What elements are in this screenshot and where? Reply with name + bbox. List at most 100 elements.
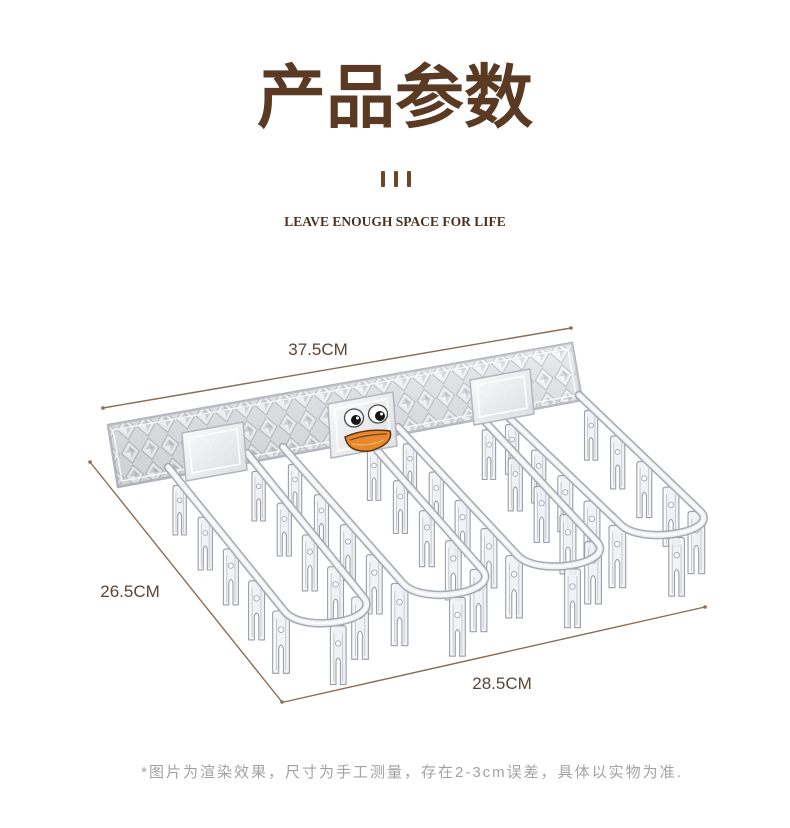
acrylic-clothes-clip-hanger-icon [106, 341, 708, 686]
clip-hole [562, 489, 569, 496]
clip [533, 481, 550, 543]
page-title: 产品参数 [257, 59, 533, 136]
clip-hole [588, 515, 596, 523]
clip [564, 563, 581, 629]
clip-hole [667, 501, 675, 509]
sticker-mouth-line [349, 433, 388, 441]
clip-outline [329, 625, 347, 686]
clip-hole [332, 581, 339, 588]
arm-rod-shine [397, 412, 601, 568]
clip [507, 453, 523, 512]
hanger-arm-4 [495, 390, 708, 597]
clip-hole [281, 516, 288, 522]
dimension-line-end [569, 326, 573, 330]
sticker-mouth [344, 429, 392, 452]
clip-hole [512, 471, 519, 477]
clip-hole [569, 583, 576, 590]
clip [251, 466, 266, 522]
clip-hole [371, 569, 378, 576]
clip [276, 498, 292, 557]
mount-block-highlight [334, 398, 391, 452]
clip-outline [272, 610, 290, 674]
clip-hole [485, 543, 493, 550]
clip-outline [564, 568, 581, 629]
depth-dimension-label: 26.5CM [100, 582, 160, 601]
arm-rod-shine [282, 432, 486, 596]
hanger-arm-1 [163, 448, 371, 686]
clip-hole [292, 476, 298, 483]
clip-hole [176, 497, 183, 504]
clip-hole [564, 529, 572, 536]
clip-outline [533, 485, 550, 543]
sticker-pupil [351, 415, 361, 425]
clip-hole [454, 611, 461, 619]
clip-hole [344, 538, 351, 545]
clip-hole [407, 455, 413, 462]
length-dimension-label: 37.5CM [288, 340, 348, 359]
clip [444, 535, 462, 601]
dimension-line-end [280, 700, 284, 704]
clip-hole [423, 524, 430, 531]
clip-outline [636, 461, 653, 519]
clip-hole [459, 514, 466, 521]
clip [449, 592, 466, 657]
clip-outline [390, 582, 409, 647]
dimension-lines [88, 326, 707, 704]
clip-hole [227, 562, 234, 569]
clip-hole [641, 475, 648, 482]
clip [481, 424, 497, 481]
sticker-pupil [375, 411, 385, 421]
clip-hole [255, 483, 262, 490]
divider-bar [407, 171, 411, 187]
clip-hole [335, 640, 342, 647]
clip [197, 512, 213, 571]
clip-outline [608, 524, 627, 589]
clip-hole [396, 598, 403, 606]
clip-hole [433, 485, 440, 491]
clip-hole [371, 462, 377, 469]
clip-hole [318, 507, 325, 514]
clip-outline [449, 596, 466, 657]
dimension-line-end [88, 460, 92, 464]
mount-block-highlight [476, 375, 528, 418]
sticker-eye-shine [380, 412, 383, 416]
clip [390, 578, 409, 647]
clip-hole [588, 422, 594, 429]
clip [608, 520, 627, 589]
clip-hole [614, 540, 621, 548]
clip-hole [253, 595, 260, 602]
sticker-eye-shine [356, 416, 359, 420]
sticker-mouth-highlight [351, 439, 385, 446]
clip [222, 543, 239, 606]
three-vertical-bars-icon [381, 171, 411, 187]
divider-bar [394, 171, 398, 187]
length-dimension-line [102, 327, 572, 409]
clip [668, 532, 686, 597]
mount-block-highlight [188, 428, 241, 474]
clip-hole [277, 626, 285, 633]
clip-hole [614, 449, 621, 455]
clip [329, 620, 347, 686]
clip-hole [510, 571, 518, 578]
clip-hole [450, 555, 457, 562]
divider-bar [381, 171, 385, 187]
disclaimer-footnote: *图片为渲染效果，尺寸为手工测量，存在2-3cm误差，具体以实物为准. [141, 764, 683, 781]
clip-outline [668, 536, 686, 597]
front-width-dimension-line [283, 606, 706, 703]
duck-face-sticker-icon [343, 404, 392, 452]
arm-clips [172, 466, 369, 686]
clip-hole [673, 551, 680, 559]
arm-rod-shine [499, 394, 705, 536]
dimension-line-end [101, 406, 105, 410]
hanger-arm-2 [278, 428, 490, 657]
arm-rod-shine [167, 452, 368, 625]
clip-hole [202, 530, 209, 536]
clip [366, 445, 382, 501]
front-width-dimension-label: 28.5CM [472, 674, 532, 693]
clip-outline [505, 555, 523, 619]
clip-hole [306, 548, 313, 555]
clip-hole [509, 436, 515, 443]
mount-block-left [181, 421, 248, 482]
